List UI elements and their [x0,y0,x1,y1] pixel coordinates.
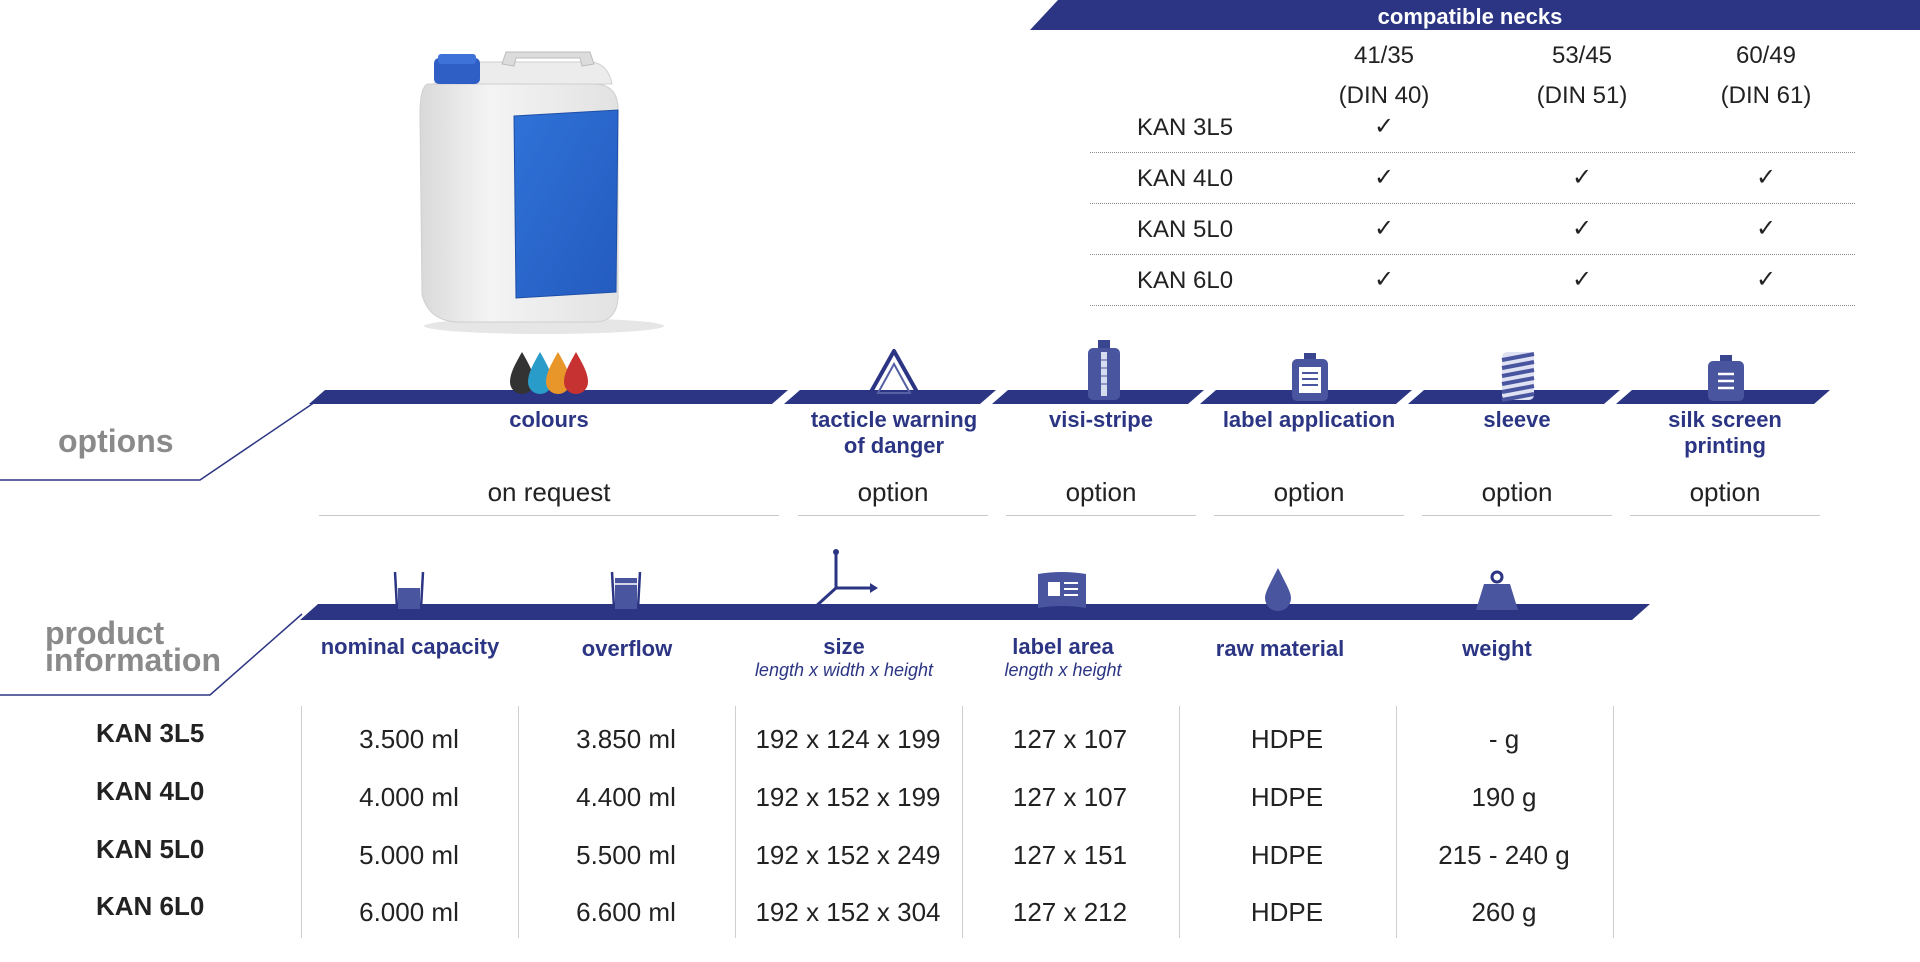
option-visi-stripe-label: visi-stripe [1049,407,1153,432]
column-size: size [823,634,865,659]
check-icon: ✓ [1755,266,1777,293]
table-cell: HDPE [1250,897,1324,927]
option-label-application-label: label application [1222,407,1396,432]
column-divider [1613,706,1614,938]
neck-row-name: KAN 5L0 [1137,216,1234,243]
table-cell: 6.000 ml [359,897,459,927]
weight-icon [1476,570,1518,610]
column-divider [518,706,519,938]
table-cell: 260 g [1471,897,1537,927]
column-weight: weight [1462,636,1532,661]
ink-drops-icon [510,352,588,394]
check-icon: ✓ [1755,215,1777,242]
table-cell: 5.000 ml [359,840,459,870]
table-cell: 127 x 212 [1012,897,1128,927]
table-cell: 3.850 ml [576,724,676,754]
options-section-label: options [58,423,174,459]
table-cell: 3.500 ml [359,724,459,754]
table-cell: HDPE [1250,724,1324,754]
product-row-name: KAN 3L5 [96,718,205,748]
table-cell: - g [1488,724,1520,754]
neck-column-header: 60/49(DIN 61) [1720,42,1812,109]
neck-row-name: KAN 3L5 [1137,114,1234,141]
column-overflow: overflow [581,636,673,661]
option-silk-screen-value: option [1630,474,1820,516]
column-divider [962,706,963,938]
column-label-area: label area [1012,634,1114,659]
option-sleeve-label: sleeve [1483,407,1551,432]
table-cell: HDPE [1250,782,1324,812]
table-cell: 5.500 ml [576,840,676,870]
option-tactile-warning-value: option [798,474,988,516]
neck-column-header: 53/45(DIN 51) [1536,42,1628,109]
product-row-name: KAN 4L0 [96,776,205,806]
canister-image [419,51,664,334]
beaker-icon [393,571,425,612]
beaker-full-icon [610,571,642,612]
label-application-icon [1292,353,1328,401]
column-divider [301,706,302,938]
column-divider [1179,706,1180,938]
check-icon: ✓ [1571,266,1593,293]
product-row-name: KAN 6L0 [96,891,205,921]
column-divider [735,706,736,938]
column-raw-material: raw material [1215,636,1345,661]
table-cell: 4.000 ml [359,782,459,812]
neck-row-name: KAN 6L0 [1137,267,1234,294]
check-icon: ✓ [1571,164,1593,191]
neck-row: KAN 5L0 ✓ ✓ ✓ [1090,204,1855,255]
neck-row: KAN 4L0 ✓ ✓ ✓ [1090,153,1855,204]
product-info-section-label: product information [45,615,221,678]
product-row-name: KAN 5L0 [96,834,205,864]
table-cell: 192 x 152 x 199 [755,782,941,812]
check-icon: ✓ [1373,113,1395,140]
table-cell: 127 x 151 [1012,840,1128,870]
option-colours-label: colours [509,407,589,432]
neck-row: KAN 3L5 ✓ [1090,102,1855,153]
table-cell: 6.600 ml [576,897,676,927]
option-colours-value: on request [319,474,779,516]
drop-icon [1265,568,1291,611]
table-cell: HDPE [1250,840,1324,870]
table-cell: 192 x 152 x 304 [755,897,941,927]
option-label-application-value: option [1214,474,1404,516]
silk-screen-icon [1708,355,1744,401]
check-icon: ✓ [1373,215,1395,242]
column-nominal-capacity: nominal capacity [320,634,500,659]
table-cell: 127 x 107 [1012,782,1128,812]
option-sleeve-value: option [1422,474,1612,516]
label-area-icon [1038,572,1086,608]
neck-column-header: 41/35(DIN 40) [1338,42,1430,109]
necks-title: compatible necks [1377,4,1563,29]
check-icon: ✓ [1373,164,1395,191]
table-cell: 4.400 ml [576,782,676,812]
necks-header-banner [1030,0,1920,30]
neck-row-name: KAN 4L0 [1137,165,1234,192]
visi-stripe-icon [1088,340,1120,400]
check-icon: ✓ [1571,215,1593,242]
column-label-area-subtitle: length x height [1004,660,1122,680]
table-cell: 127 x 107 [1012,724,1128,754]
table-cell: 190 g [1471,782,1537,812]
column-size-subtitle: length x width x height [754,660,934,680]
check-icon: ✓ [1373,266,1395,293]
axes-icon [811,549,878,611]
column-divider [1396,706,1397,938]
neck-row: KAN 6L0 ✓ ✓ ✓ [1090,255,1855,306]
sleeve-icon [1501,352,1535,402]
check-icon: ✓ [1755,164,1777,191]
table-cell: 215 - 240 g [1438,840,1570,870]
warning-triangle-icon [865,349,923,401]
table-cell: 192 x 152 x 249 [755,840,941,870]
option-visi-stripe-value: option [1006,474,1196,516]
table-cell: 192 x 124 x 199 [755,724,941,754]
